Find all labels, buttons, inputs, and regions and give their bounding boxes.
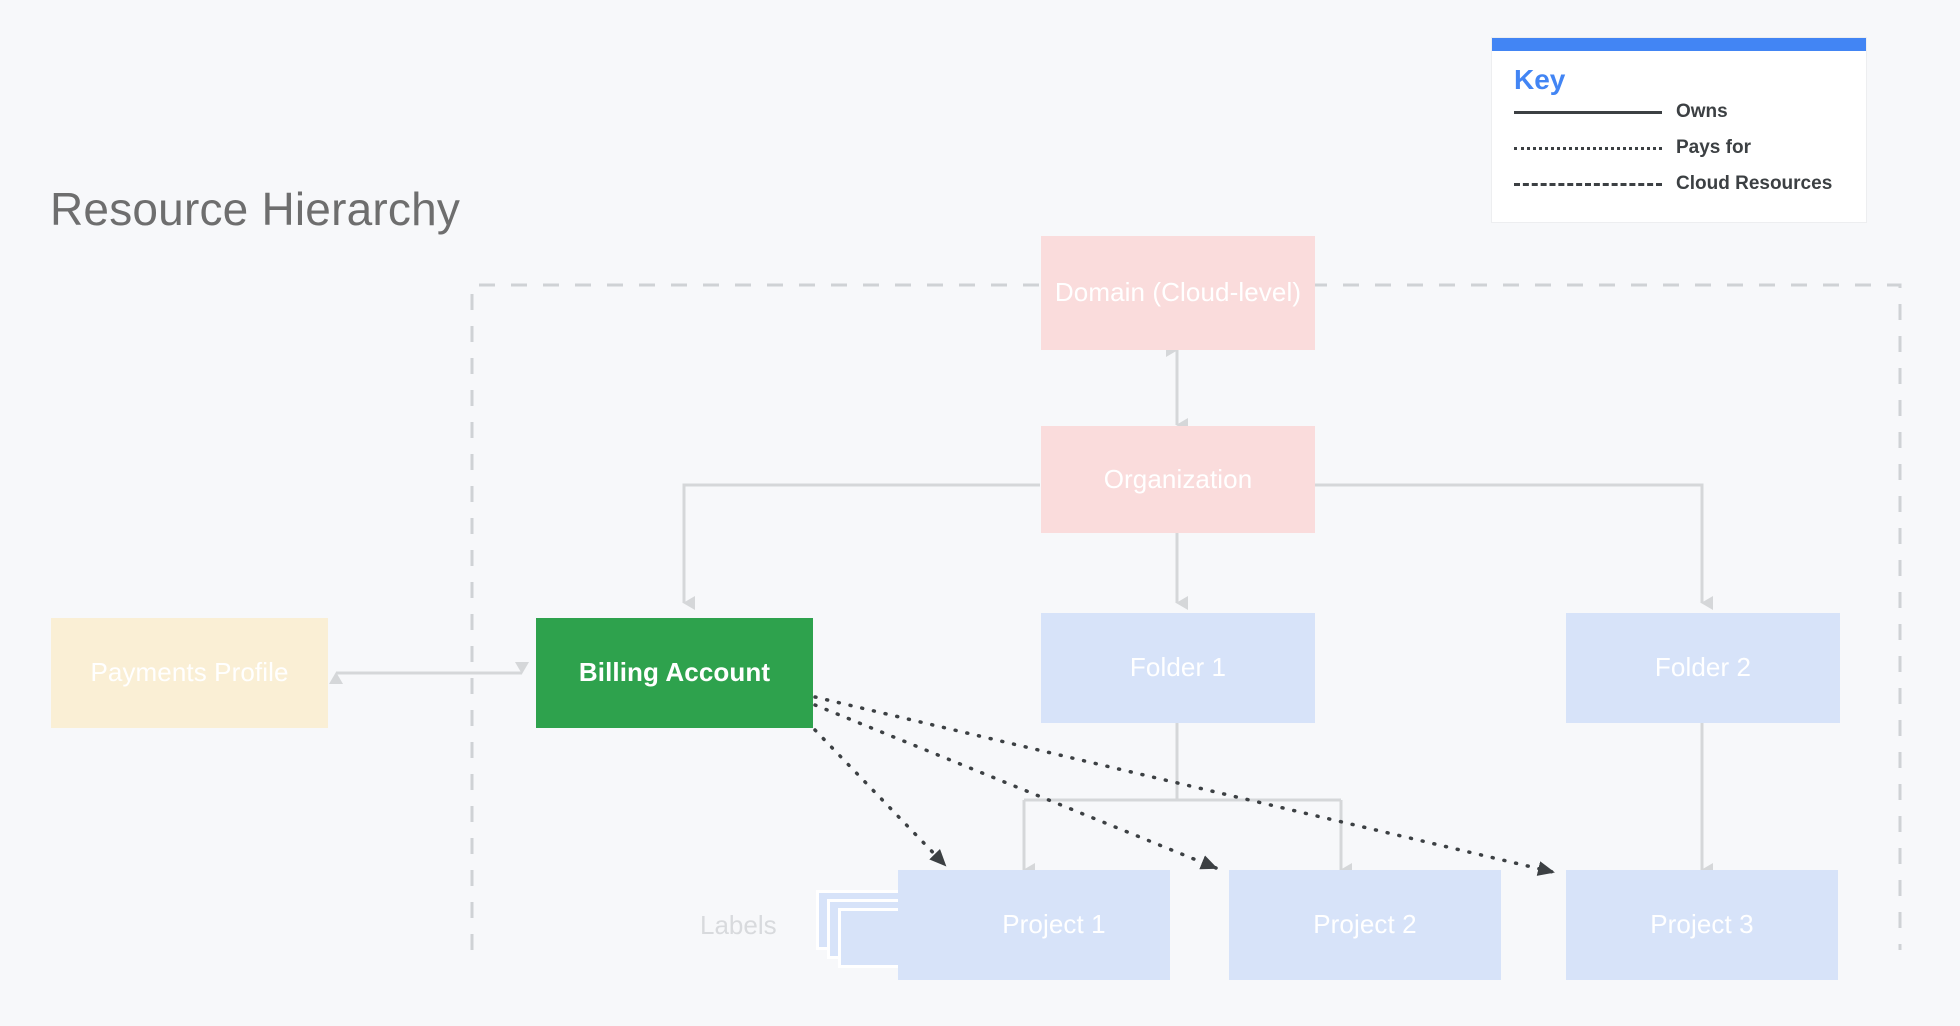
node-folder1[interactable]: Folder 1 <box>1041 613 1315 723</box>
node-folder2[interactable]: Folder 2 <box>1566 613 1840 723</box>
labels-caption: Labels <box>700 910 777 940</box>
node-folder2-label: Folder 2 <box>1654 652 1752 683</box>
legend-label-pays-for: Pays for <box>1676 136 1751 158</box>
edge-billing-pays-project1 <box>813 728 947 867</box>
legend-row-owns: Owns <box>1514 100 1844 134</box>
node-payments-profile-label: Payments Profile <box>90 657 289 688</box>
node-domain-label: Domain (Cloud-level) <box>1054 277 1302 308</box>
legend-label-cloud-resources: Cloud Resources <box>1676 172 1833 194</box>
node-billing-account[interactable]: Billing Account <box>536 618 813 728</box>
legend-row-pays-for: Pays for <box>1514 136 1844 170</box>
legend-title: Key <box>1514 64 1566 95</box>
edge-billing-pays-project2 <box>813 703 1218 870</box>
edge-billing-pays-project3 <box>813 695 1555 876</box>
node-project3[interactable]: Project 3 <box>1566 870 1838 980</box>
node-billing-account-label: Billing Account <box>578 657 771 688</box>
node-folder1-label: Folder 1 <box>1129 652 1227 683</box>
page-title: Resource Hierarchy <box>50 183 461 235</box>
node-project1[interactable]: Project 1 <box>898 870 1170 980</box>
node-organization[interactable]: Organization <box>1041 426 1315 533</box>
edge-organization-billing <box>682 483 1040 610</box>
legend-accent-bar <box>1492 38 1866 51</box>
node-payments-profile[interactable]: Payments Profile <box>51 618 328 728</box>
node-project3-label: Project 3 <box>1650 909 1754 940</box>
legend-card: Key Owns Pays for Cloud Resources <box>1492 38 1866 222</box>
legend-row-cloud-resources: Cloud Resources <box>1514 172 1844 206</box>
node-domain[interactable]: Domain (Cloud-level) <box>1041 236 1315 350</box>
legend-sample-solid-icon <box>1514 102 1662 122</box>
legend-sample-dotted-icon <box>1514 138 1662 158</box>
node-project2[interactable]: Project 2 <box>1229 870 1501 980</box>
node-project1-label: Project 1 <box>1002 909 1106 940</box>
edge-organization-folder2 <box>1314 483 1713 610</box>
node-organization-label: Organization <box>1103 463 1253 494</box>
legend-label-owns: Owns <box>1676 100 1728 122</box>
legend-sample-dashed-icon <box>1514 174 1662 194</box>
node-project2-label: Project 2 <box>1313 909 1417 940</box>
legend-body: Key Owns Pays for Cloud Resources <box>1492 51 1866 206</box>
